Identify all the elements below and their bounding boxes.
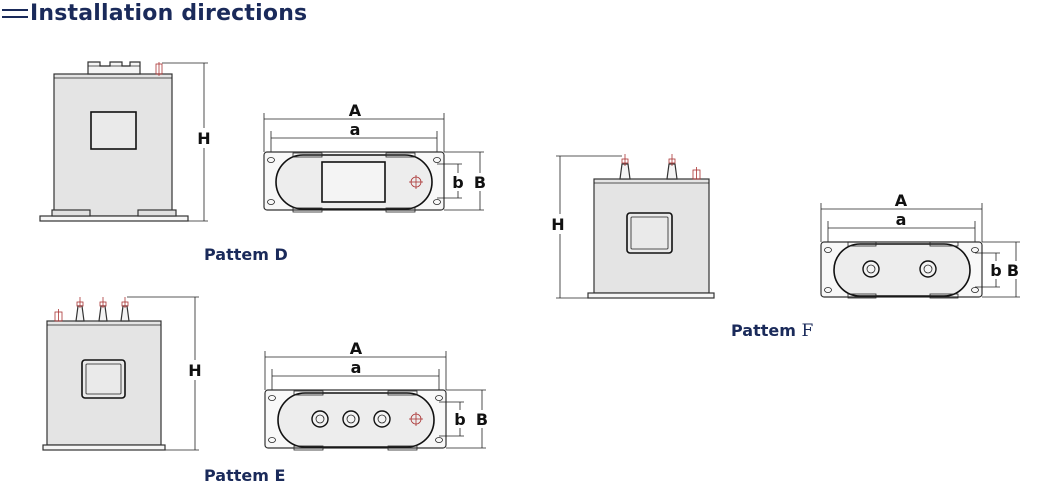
terminal-top	[311, 410, 329, 428]
pattern-e-A-label: A	[350, 339, 363, 358]
pattern-e-b-label: b	[454, 410, 465, 429]
pattern-e-a-label: a	[351, 358, 362, 377]
pattern-e-terminal-tops	[311, 410, 423, 428]
terminal-top	[919, 260, 937, 278]
terminal-top	[342, 410, 360, 428]
pattern-e-height-label: H	[188, 361, 201, 380]
mount-hole	[971, 247, 979, 253]
pattern-f-terminals	[619, 154, 701, 180]
pattern-f-body-outline	[833, 243, 971, 297]
pattern-d-top-window	[321, 161, 386, 203]
pattern-d-terminal-cap	[87, 61, 141, 75]
pattern-e-base-plate	[42, 444, 166, 451]
pattern-f-caption: Pattem F	[731, 321, 814, 341]
pattern-d-top-view: A a b B	[263, 101, 488, 213]
pattern-e-window	[81, 359, 126, 399]
pattern-e-side-view: H	[42, 296, 203, 451]
pattern-f-a-label: a	[896, 210, 907, 229]
terminal-top	[373, 410, 391, 428]
pattern-d-window	[90, 111, 137, 150]
section-header: Installation directions	[2, 0, 307, 26]
mount-hole	[268, 395, 276, 401]
pattern-e-terminals	[54, 297, 130, 322]
pattern-f-B-label: B	[1007, 261, 1019, 280]
mount-hole	[435, 437, 443, 443]
mount-hole	[824, 287, 832, 293]
pattern-f-A-label: A	[895, 191, 908, 210]
pattern-d-caption: Pattem D	[204, 245, 288, 264]
mount-hole	[268, 437, 276, 443]
page-title: Installation directions	[30, 0, 308, 26]
pattern-f-b-label: b	[990, 261, 1001, 280]
pattern-f-base-plate	[587, 292, 715, 299]
pattern-e-caption: Pattem E	[204, 466, 286, 485]
mount-hole	[433, 157, 441, 163]
terminal-top	[862, 260, 880, 278]
pattern-d-height-label: H	[197, 129, 210, 148]
mount-hole	[267, 199, 275, 205]
mount-hole	[433, 199, 441, 205]
pattern-d-b-label: b	[452, 173, 463, 192]
mount-hole	[435, 395, 443, 401]
terminal-bushing	[619, 163, 631, 180]
mount-hole	[267, 157, 275, 163]
pattern-e-top-view: A a b	[264, 339, 490, 451]
mount-hole	[971, 287, 979, 293]
pattern-f-height-label: H	[551, 215, 564, 234]
terminal-bushing	[120, 305, 130, 322]
pattern-f-side-view: H	[551, 154, 715, 299]
terminal-bushing	[98, 305, 108, 322]
terminal-bushing	[666, 163, 678, 180]
pattern-f-window	[626, 212, 673, 254]
pattern-d-a-label: a	[350, 120, 361, 139]
terminal-bushing	[75, 305, 85, 322]
pattern-e-B-label: B	[476, 410, 488, 429]
pattern-f-top-view: A a b B	[820, 191, 1021, 299]
pattern-d-A-label: A	[349, 101, 362, 120]
mount-hole	[824, 247, 832, 253]
title-double-rule	[2, 8, 28, 18]
pattern-d-B-label: B	[474, 173, 486, 192]
pattern-d-side-view: H	[39, 61, 212, 222]
pattern-d-base-plate	[39, 215, 189, 222]
